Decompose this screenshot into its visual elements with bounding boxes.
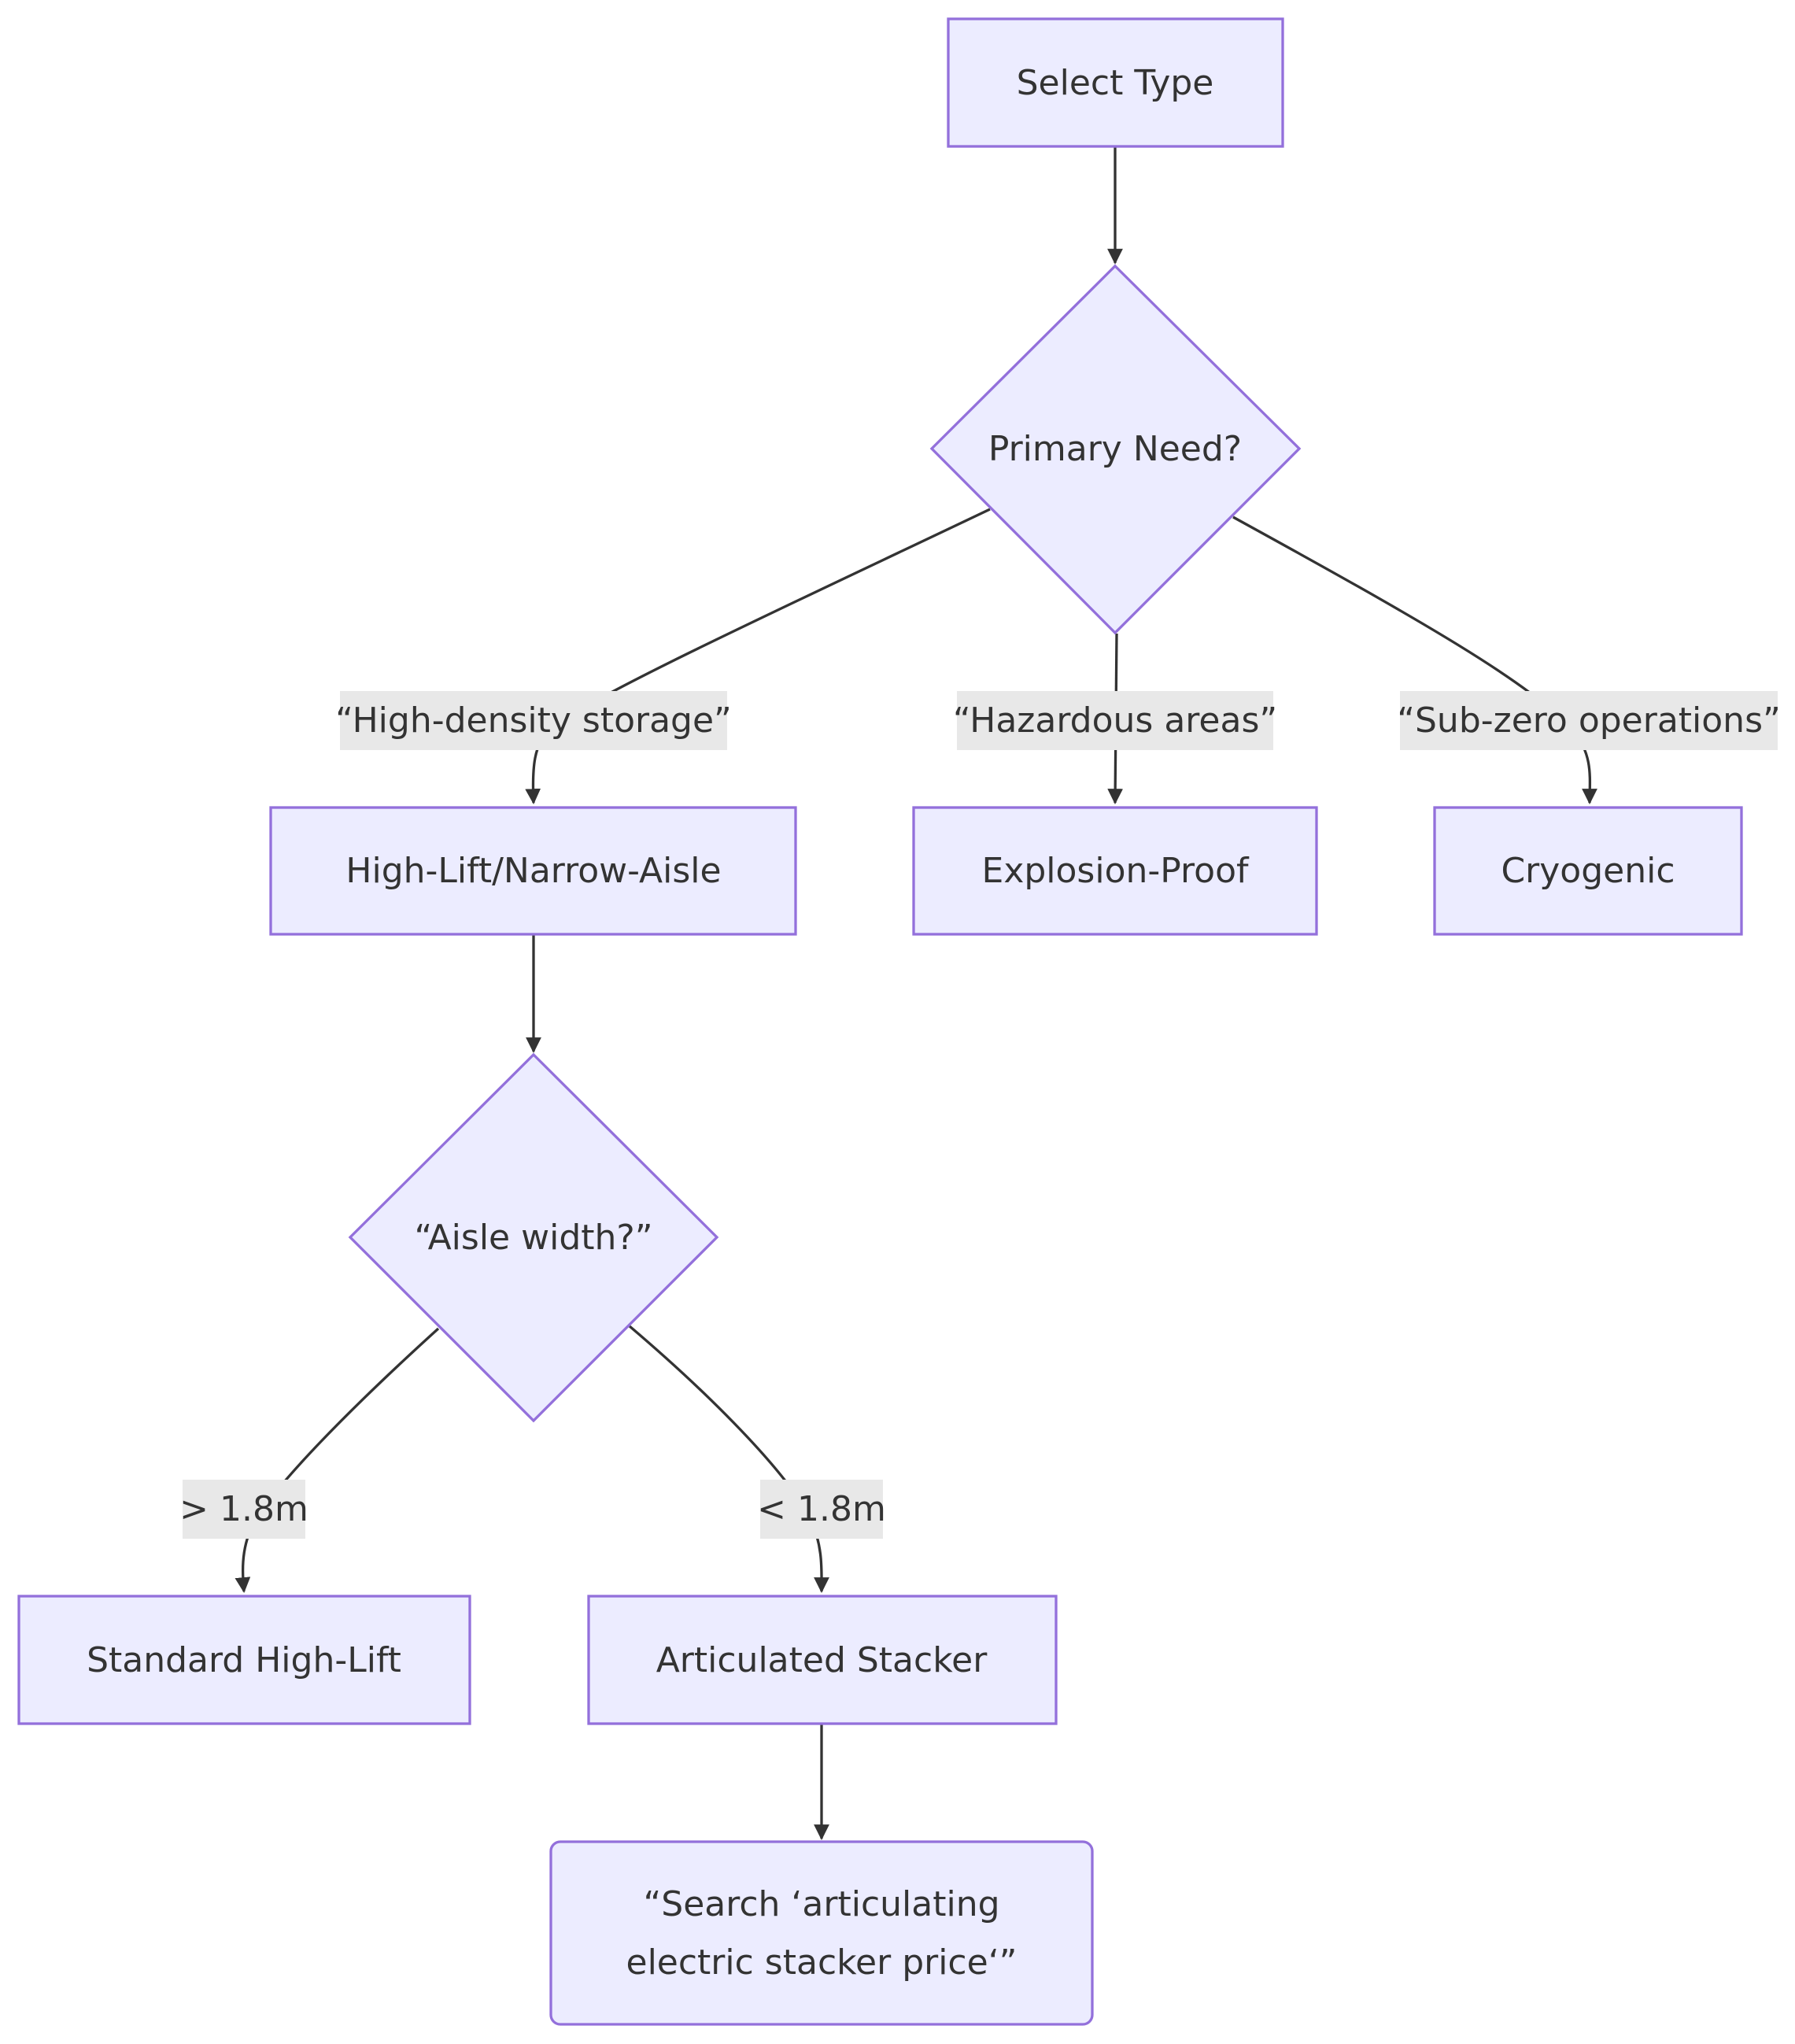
node-aisle-width: “Aisle width?” — [348, 1052, 719, 1423]
edge-label-gt-1-8m-text: > 1.8m — [179, 1489, 308, 1529]
node-cryogenic: Cryogenic — [1433, 806, 1743, 936]
edge-label-lt-1-8m: < 1.8m — [757, 1480, 886, 1539]
edge-label-gt-1-8m: > 1.8m — [179, 1480, 308, 1539]
node-standard-high-lift: Standard High-Lift — [17, 1595, 471, 1725]
edge-label-high-density-text: “High-density storage” — [335, 700, 732, 741]
node-high-lift-narrow-aisle-label: High-Lift/Narrow-Aisle — [345, 851, 721, 891]
edge-label-sub-zero-text: “Sub-zero operations” — [1397, 700, 1781, 741]
edge-primary-to-cryogenic — [1232, 516, 1597, 804]
node-articulated-stacker: Articulated Stacker — [587, 1595, 1058, 1725]
node-explosion-proof-label: Explosion-Proof — [982, 851, 1250, 891]
edge-label-hazardous: “Hazardous areas” — [953, 691, 1277, 750]
node-select-type-label: Select Type — [1017, 63, 1214, 103]
node-primary-need-label: Primary Need? — [988, 429, 1242, 469]
node-explosion-proof: Explosion-Proof — [912, 806, 1318, 936]
node-high-lift-narrow-aisle: High-Lift/Narrow-Aisle — [269, 806, 797, 936]
edge-label-hazardous-text: “Hazardous areas” — [953, 700, 1277, 741]
edge-label-lt-1-8m-text: < 1.8m — [757, 1489, 886, 1529]
edge-primary-to-highlift — [525, 508, 991, 804]
node-select-type: Select Type — [947, 17, 1284, 148]
edge-aisle-to-standard — [235, 1327, 440, 1593]
edge-label-high-density: “High-density storage” — [335, 691, 732, 750]
edge-aisle-to-articulated — [628, 1325, 829, 1593]
node-primary-need: Primary Need? — [929, 264, 1302, 635]
node-standard-high-lift-label: Standard High-Lift — [87, 1640, 401, 1680]
node-articulated-stacker-label: Articulated Stacker — [656, 1640, 988, 1680]
node-search-suggestion-line1: “Search ‘articulating — [643, 1884, 999, 1924]
node-cryogenic-label: Cryogenic — [1501, 851, 1675, 891]
node-search-suggestion-line2: electric stacker price‘” — [626, 1942, 1018, 1983]
node-aisle-width-label: “Aisle width?” — [414, 1218, 652, 1258]
edge-label-sub-zero: “Sub-zero operations” — [1397, 691, 1781, 750]
node-search-suggestion: “Search ‘articulating electric stacker p… — [549, 1840, 1094, 2026]
